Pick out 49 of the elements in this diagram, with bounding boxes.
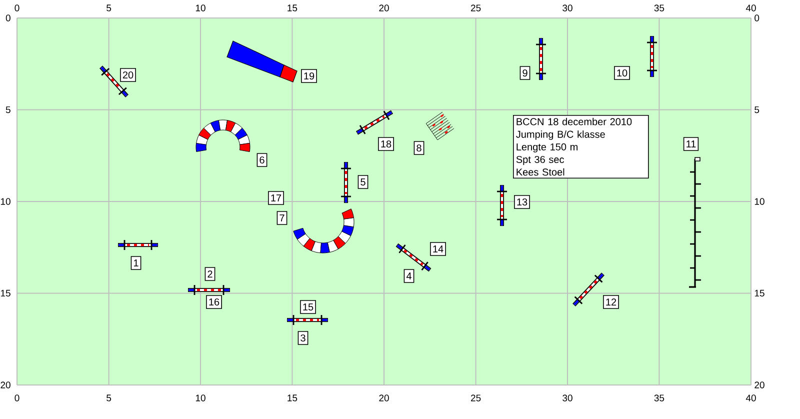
- axis-tick-label: 25: [471, 4, 481, 12]
- axis-tick-label: 10: [196, 4, 206, 12]
- number-box: 3: [298, 331, 308, 345]
- number-box: 20: [120, 68, 136, 82]
- axis-tick-label: 30: [562, 394, 572, 402]
- axis-tick-label: 20: [0, 382, 10, 388]
- axis-tick-label: 5: [6, 106, 10, 114]
- number-box: 1: [130, 256, 142, 270]
- number-box: 16: [206, 295, 222, 309]
- number-box: 2: [204, 267, 216, 281]
- number-box: 7: [276, 211, 288, 225]
- axis-tick-label: 0: [14, 394, 20, 402]
- axis-tick-label: 30: [562, 4, 572, 12]
- axis-tick-label: 35: [654, 4, 664, 12]
- axis-tick-label: 40: [746, 4, 756, 12]
- axis-tick-label: 5: [106, 4, 112, 12]
- number-box: 6: [256, 153, 268, 167]
- number-box: 5: [358, 175, 368, 189]
- axis-tick-label: 20: [754, 382, 764, 388]
- axis-tick-label: 25: [471, 394, 481, 402]
- axis-tick-label: 40: [746, 394, 756, 402]
- number-box: 19: [301, 69, 317, 83]
- axis-tick-label: 10: [754, 198, 764, 205]
- axis-tick-label: 0: [14, 4, 20, 12]
- axis-tick-label: 15: [288, 394, 298, 402]
- axis-tick-label: 20: [379, 4, 389, 12]
- axis-tick-label: 35: [654, 394, 664, 402]
- number-box: 11: [683, 137, 699, 151]
- axis-tick-label: 0: [754, 14, 760, 22]
- course-info-box: BCCN 18 december 2010 Jumping B/C klasse Lengte 150 m Spt 36 sec Kees Stoel: [513, 115, 649, 179]
- axis-tick-label: 0: [6, 14, 10, 22]
- number-box: 18: [378, 137, 394, 151]
- axis-tick-label: 15: [754, 290, 764, 296]
- number-box: 9: [520, 66, 530, 80]
- number-box: 13: [514, 195, 530, 209]
- number-box: 10: [614, 66, 630, 80]
- axis-tick-label: 15: [0, 290, 10, 296]
- number-box: 15: [300, 300, 316, 314]
- number-box: 4: [404, 269, 414, 283]
- axis-tick-label: 5: [754, 106, 760, 114]
- axis-tick-label: 20: [379, 394, 389, 402]
- axis-tick-label: 10: [196, 394, 206, 402]
- number-box: 14: [430, 242, 446, 256]
- number-box: 17: [268, 191, 284, 205]
- number-box: 12: [603, 295, 619, 309]
- axis-tick-label: 15: [288, 4, 298, 12]
- number-box: 8: [414, 141, 424, 155]
- axis-tick-label: 10: [0, 198, 10, 205]
- axis-tick-label: 5: [106, 394, 112, 402]
